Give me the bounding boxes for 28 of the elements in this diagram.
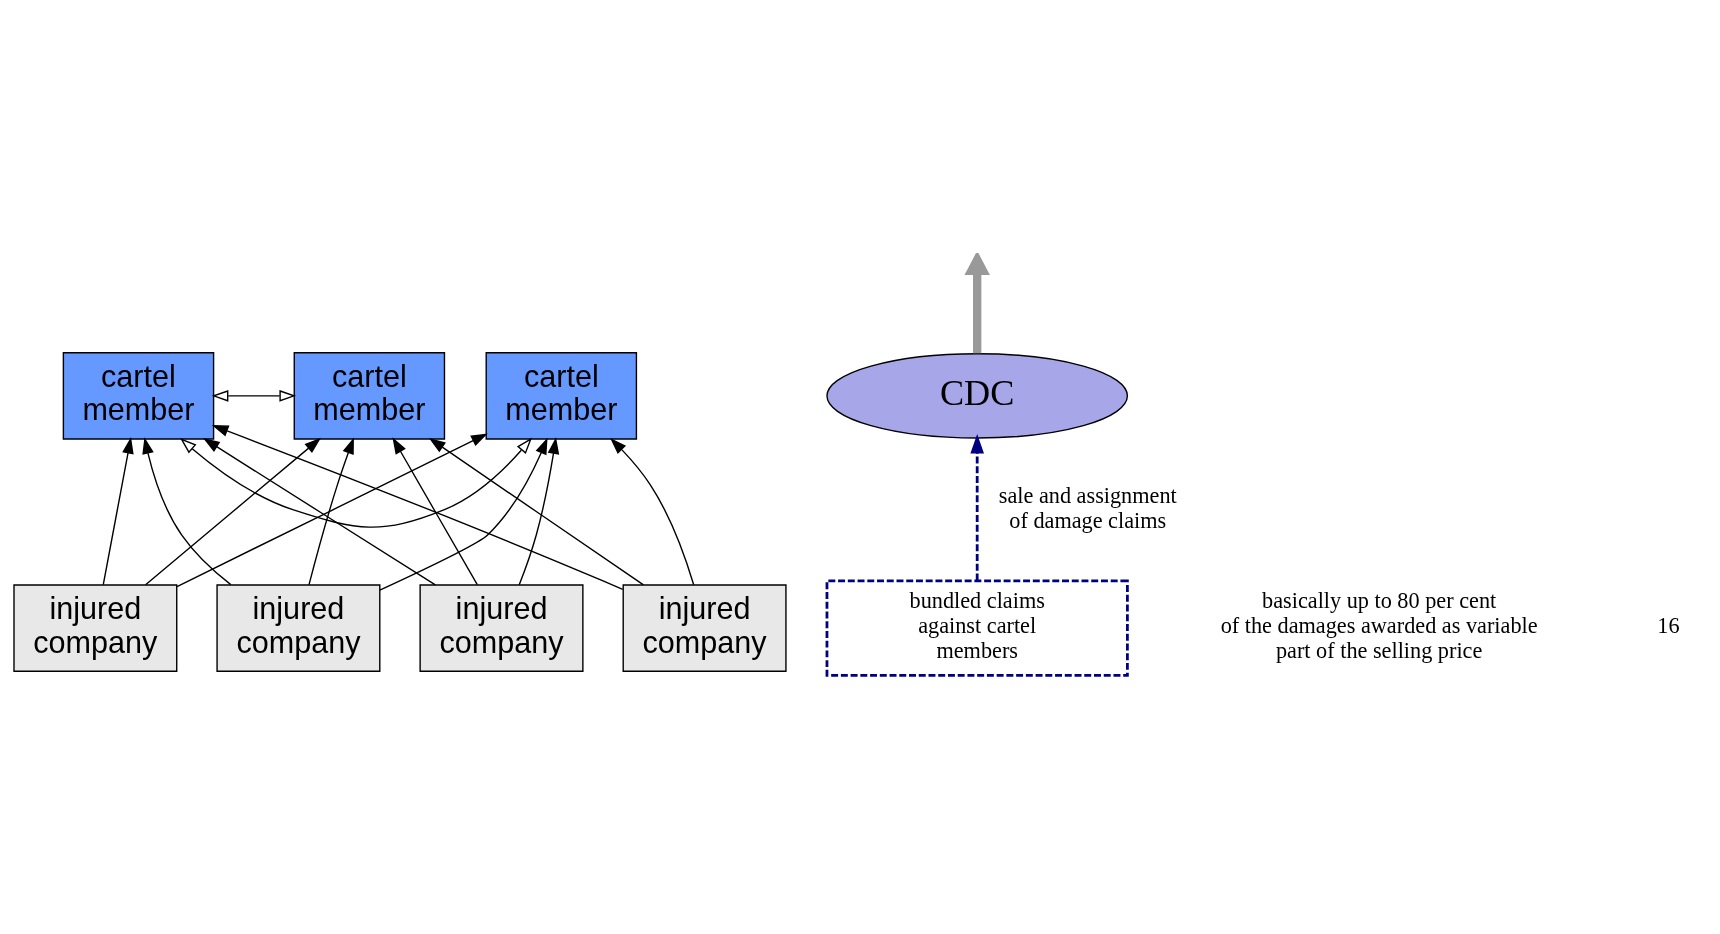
node-box: cartel member (485, 352, 638, 440)
arrow (392, 437, 478, 586)
arrow (144, 437, 322, 586)
edge-label: sale and assignment of damage claims (998, 482, 1177, 533)
arrow (308, 437, 354, 586)
node-box: injured company (419, 584, 584, 672)
label: basically up to 80 per cent of the damages awarded as variable part of the selling price (1220, 588, 1538, 664)
arrow (211, 424, 624, 591)
arrow (428, 438, 645, 586)
node-ellipse: CDC (826, 353, 1129, 439)
node-box: cartel member (293, 352, 446, 440)
arrow (180, 437, 533, 528)
node-box: injured company (216, 584, 381, 672)
arrow (102, 437, 134, 586)
arrow (970, 434, 984, 581)
arrow (610, 437, 695, 586)
arrow (964, 253, 990, 354)
arrow (176, 433, 488, 588)
arrow (211, 390, 297, 402)
node-box: injured company (622, 584, 787, 672)
node-box: cartel member (62, 352, 215, 440)
label: 16 (1657, 613, 1680, 639)
node-box: bundled claims against cartel members (825, 579, 1129, 677)
node-box: injured company (13, 584, 178, 672)
arrow (142, 437, 232, 586)
arrow (203, 438, 437, 586)
arrow (379, 437, 548, 591)
arrow (518, 437, 560, 586)
